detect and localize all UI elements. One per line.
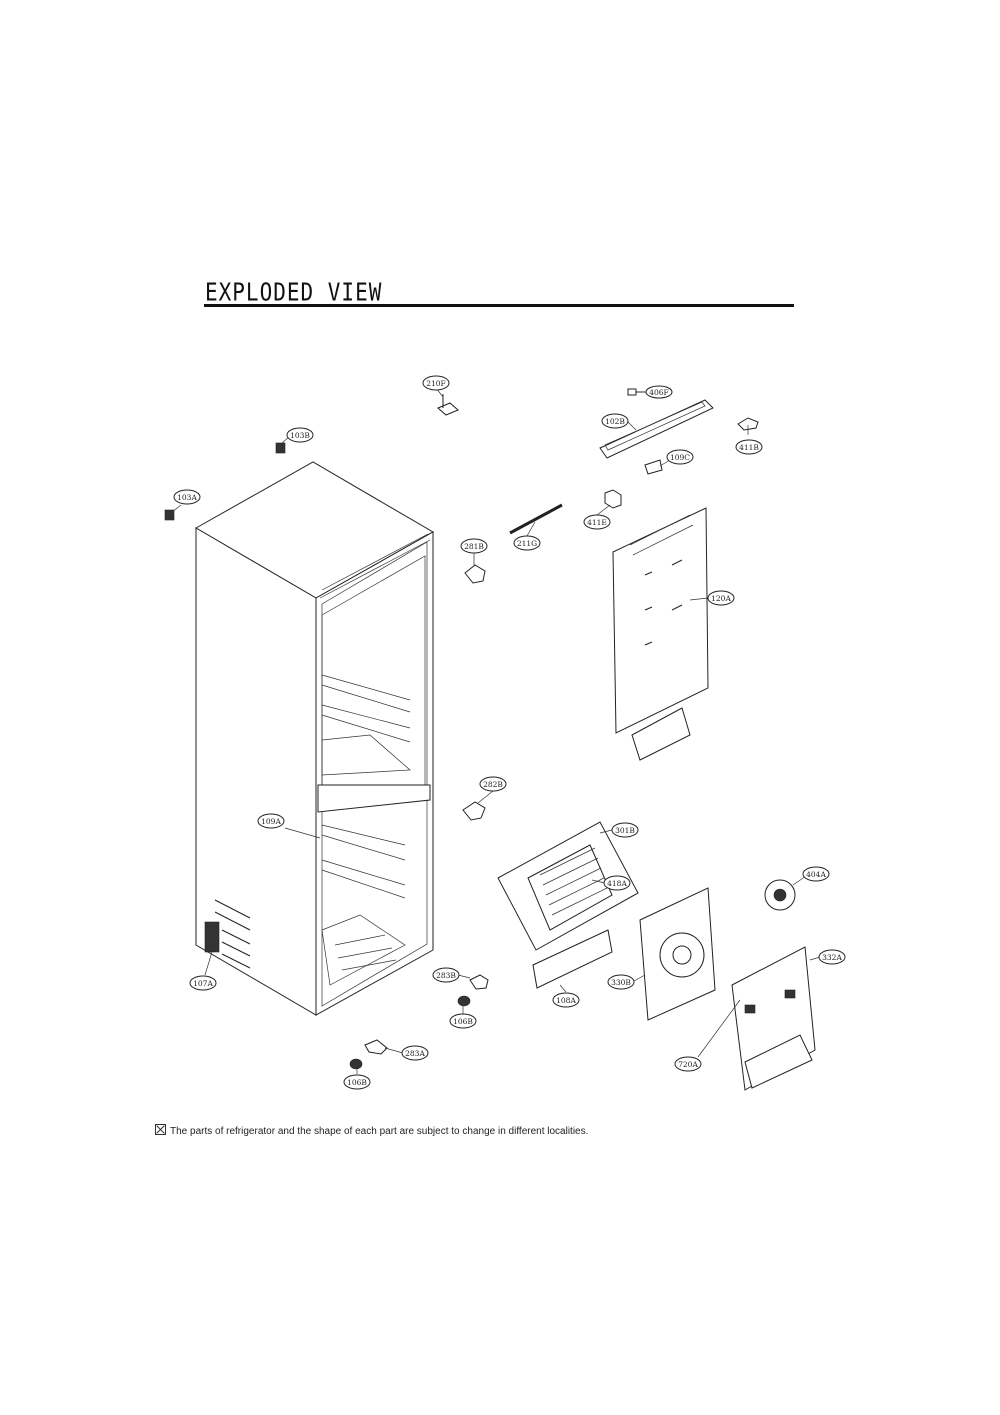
cabinet bbox=[194, 461, 435, 1016]
evaporator-301B bbox=[497, 821, 639, 989]
svg-text:102B: 102B bbox=[605, 417, 625, 426]
part-label-720A: 720A bbox=[674, 1056, 702, 1072]
part-label-120A: 120A bbox=[707, 590, 735, 606]
part-label-404A: 404A bbox=[802, 866, 830, 882]
part-label-406F: 406F bbox=[645, 385, 673, 399]
svg-text:282B: 282B bbox=[483, 780, 503, 789]
part-label-107A: 107A bbox=[189, 975, 217, 991]
part-label-210F: 210F bbox=[422, 375, 450, 391]
svg-text:103B: 103B bbox=[290, 431, 310, 440]
svg-text:283A: 283A bbox=[405, 1049, 425, 1058]
svg-text:418A: 418A bbox=[607, 879, 627, 888]
page-title: EXPLODED VIEW bbox=[205, 278, 383, 307]
svg-text:330B: 330B bbox=[611, 978, 631, 987]
footnote: The parts of refrigerator and the shape … bbox=[155, 1124, 588, 1137]
svg-text:106B: 106B bbox=[453, 1017, 473, 1026]
part-label-106B-lower: 106B bbox=[343, 1074, 371, 1090]
part-label-330B: 330B bbox=[607, 974, 635, 990]
part-label-411B: 411B bbox=[735, 439, 763, 455]
svg-text:120A: 120A bbox=[711, 594, 731, 603]
part-label-411E: 411E bbox=[583, 514, 611, 530]
svg-text:406F: 406F bbox=[649, 388, 669, 397]
svg-text:107A: 107A bbox=[193, 979, 213, 988]
part-label-109C: 109C bbox=[666, 449, 694, 465]
part-label-283A: 283A bbox=[401, 1045, 429, 1061]
part-label-418A: 418A bbox=[603, 875, 631, 891]
part-label-106B-upper: 106B bbox=[449, 1013, 477, 1029]
svg-text:211G: 211G bbox=[517, 539, 537, 548]
leader-lines bbox=[171, 387, 821, 1074]
svg-text:411B: 411B bbox=[739, 443, 759, 452]
fan-frame-330B bbox=[639, 887, 716, 1021]
svg-text:332A: 332A bbox=[822, 953, 842, 962]
svg-text:404A: 404A bbox=[806, 870, 826, 879]
small-parts bbox=[164, 388, 759, 1070]
svg-text:106B: 106B bbox=[347, 1078, 367, 1087]
part-label-103B: 103B bbox=[286, 427, 314, 443]
part-label-282B: 282B bbox=[479, 776, 507, 792]
part-label-211G: 211G bbox=[513, 535, 541, 551]
svg-text:411E: 411E bbox=[587, 518, 607, 527]
part-label-108A: 108A bbox=[552, 992, 580, 1008]
svg-text:283B: 283B bbox=[436, 971, 456, 980]
svg-text:720A: 720A bbox=[678, 1060, 698, 1069]
svg-text:281B: 281B bbox=[464, 542, 484, 551]
part-label-103A: 103A bbox=[173, 489, 201, 505]
part-label-301B: 301B bbox=[611, 822, 639, 838]
part-label-102B: 102B bbox=[601, 413, 629, 429]
svg-text:109C: 109C bbox=[670, 453, 690, 462]
cover-332A bbox=[731, 946, 816, 1091]
svg-text:210F: 210F bbox=[426, 379, 446, 388]
part-label-332A: 332A bbox=[818, 949, 846, 965]
svg-text:301B: 301B bbox=[615, 826, 635, 835]
part-label-109A: 109A bbox=[257, 813, 285, 829]
footnote-text: The parts of refrigerator and the shape … bbox=[170, 1126, 589, 1137]
checkbox-x-icon bbox=[155, 1124, 166, 1135]
fan-404A bbox=[764, 879, 796, 911]
rear-panel-120A bbox=[612, 507, 709, 761]
svg-text:109A: 109A bbox=[261, 817, 281, 826]
part-label-283B: 283B bbox=[432, 967, 460, 983]
svg-text:103A: 103A bbox=[177, 493, 197, 502]
part-label-281B: 281B bbox=[460, 538, 488, 554]
svg-text:108A: 108A bbox=[556, 996, 576, 1005]
title-rule bbox=[204, 304, 794, 307]
